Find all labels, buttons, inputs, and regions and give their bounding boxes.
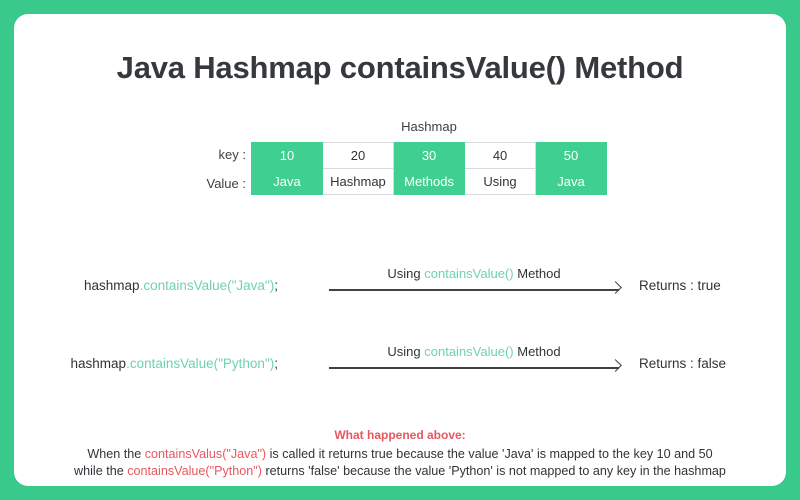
arrow-head-icon [609,281,622,294]
hashmap-key-cell: 40 [464,142,537,169]
flow-label-prefix: Using [387,344,425,359]
hashmap-table: 10 20 30 40 50 Java Hashmap Methods Usin… [251,142,607,195]
flow-row-java: hashmap.containsValue("Java"); Using con… [14,266,786,306]
hashmap-key-row: 10 20 30 40 50 [251,142,607,169]
arrow-head-icon [609,359,622,372]
code-terminator: ; [274,278,278,293]
hashmap-row-labels: key : Value : [154,142,246,200]
page-title: Java Hashmap containsValue() Method [116,50,684,85]
code-receiver: hashmap [70,356,127,371]
flow-label-method: containsValue() [424,344,514,359]
note-heading: What happened above: [334,428,466,442]
note-line1-call: containsValus("Java") [144,447,267,461]
hashmap-value-cell: Methods [393,168,466,195]
hashmap-value-cell: Java [535,168,607,195]
code-receiver: hashmap [84,278,140,293]
code-expression: hashmap.containsValue("Python"); [71,356,278,371]
note-line2-suffix: returns 'false' because the value 'Pytho… [261,464,726,478]
flow-label-suffix: Method [513,266,561,281]
arrow-line-icon [329,367,619,369]
hashmap-key-cell: 50 [535,142,607,169]
hashmap-value-cell: Using [464,168,537,195]
flow-arrow-label: Using containsValue() Method [319,266,629,281]
flow-label-prefix: Using [387,266,425,281]
code-expression: hashmap.containsValue("Java"); [84,278,278,293]
hashmap-value-cell: Hashmap [321,168,395,195]
hashmap-key-label: key : [218,147,246,162]
note-line1-suffix: is called it returns true because the va… [266,447,713,461]
hashmap-value-label: Value : [206,176,246,191]
flow-result: Returns : false [639,356,727,371]
flow-arrow: Using containsValue() Method [319,266,629,306]
hashmap-key-cell: 20 [321,142,395,169]
hashmap-value-row: Java Hashmap Methods Using Java [251,168,607,195]
hashmap-value-cell: Java [251,168,323,195]
code-method-call: .containsValue("Java") [139,278,275,293]
flow-result: Returns : true [639,278,721,293]
note-line1-prefix: When the [87,447,145,461]
flow-label-suffix: Method [513,344,561,359]
code-method-call: .containsValue("Python") [126,356,275,371]
hashmap-key-cell: 30 [393,142,466,169]
flow-row-python: hashmap.containsValue("Python"); Using c… [14,344,786,384]
explanation-note: What happened above: When the containsVa… [14,428,786,480]
note-line-1: When the containsValus("Java") is called… [14,446,786,463]
hashmap-caption: Hashmap [401,119,457,134]
hashmap-key-cell: 10 [251,142,323,169]
note-line2-prefix: while the [74,464,128,478]
content-card: Java Hashmap containsValue() Method Hash… [14,14,786,486]
flow-arrow-label: Using containsValue() Method [319,344,629,359]
flow-arrow: Using containsValue() Method [319,344,629,384]
arrow-line-icon [329,289,619,291]
note-line2-call: containsValue("Python") [127,464,262,478]
code-terminator: ; [274,356,278,371]
note-line-2: while the containsValue("Python") return… [14,463,786,480]
flow-label-method: containsValue() [424,266,514,281]
